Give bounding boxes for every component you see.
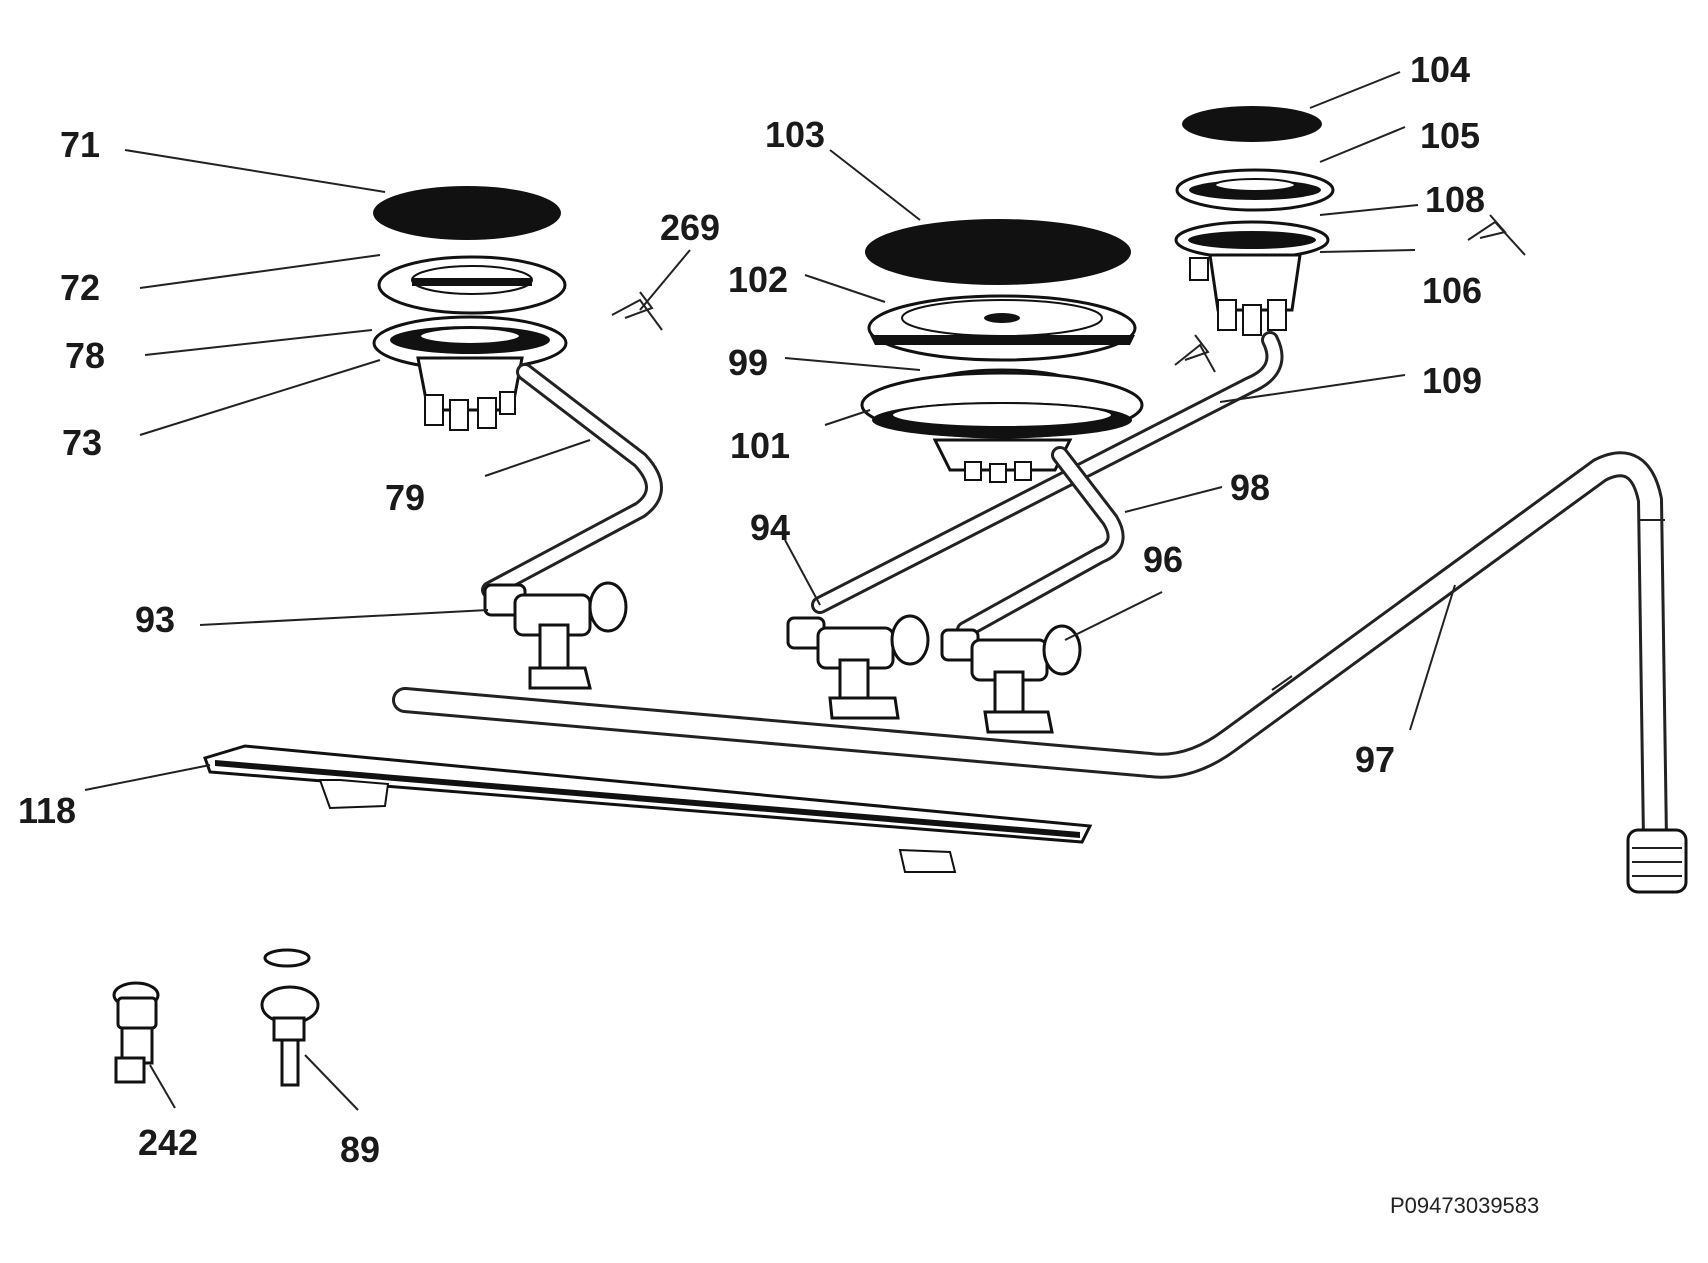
callout-269: 269 [660,207,720,248]
burner-base-101 [860,371,1144,483]
callout-94: 94 [750,507,790,548]
callout-72: 72 [60,267,100,308]
drawing-code: P09473039583 [1390,1193,1539,1218]
callout-109: 109 [1422,360,1482,401]
callout-104: 104 [1410,49,1470,90]
flame-spreader-105 [1175,168,1335,212]
burner-cap-103 [865,219,1131,285]
flame-spreader-72 [377,255,567,315]
spring-clip [1174,334,1216,373]
callout-labels: 71 72 78 73 79 269 103 102 99 101 104 10… [18,49,1485,1170]
callout-89: 89 [340,1129,380,1170]
burner-base-106 [1189,253,1302,336]
burner-crown-108 [1174,220,1330,260]
flame-spreader-102 [867,294,1137,362]
callout-242: 242 [138,1122,198,1163]
gas-tap-93 [483,581,628,690]
spring-clip [1467,214,1526,256]
burner-crown-78 [372,315,568,371]
burner-supply-pipe-79 [481,363,663,599]
thermocouple-89 [260,948,320,1087]
leader-lines [84,71,1456,1111]
callout-105: 105 [1420,115,1480,156]
bracket-rail [203,744,1093,873]
callout-101: 101 [730,425,790,466]
injector-nozzle-242 [112,981,160,1084]
gas-tap-96 [940,624,1082,734]
callout-106: 106 [1422,270,1482,311]
callout-93: 93 [135,599,175,640]
burner-base-73 [416,356,524,431]
callout-97: 97 [1355,739,1395,780]
main-gas-pipe [392,451,1668,853]
burner-cap-71 [373,186,561,240]
callout-98: 98 [1230,467,1270,508]
callout-78: 78 [65,335,105,376]
pipe-end-fitting [1626,828,1688,894]
callout-108: 108 [1425,179,1485,220]
callout-79: 79 [385,477,425,518]
burner-supply-pipe-98 [956,446,1125,639]
callout-73: 73 [62,422,102,463]
callout-71: 71 [60,124,100,165]
callout-102: 102 [728,259,788,300]
burner-cap-104 [1182,106,1322,142]
callout-103: 103 [765,114,825,155]
callout-96: 96 [1143,539,1183,580]
gas-tap-94 [786,614,930,720]
burner-supply-pipe-109 [811,331,1284,614]
spring-clip-269 [611,291,663,331]
callout-118: 118 [18,790,76,831]
callout-99: 99 [728,342,768,383]
